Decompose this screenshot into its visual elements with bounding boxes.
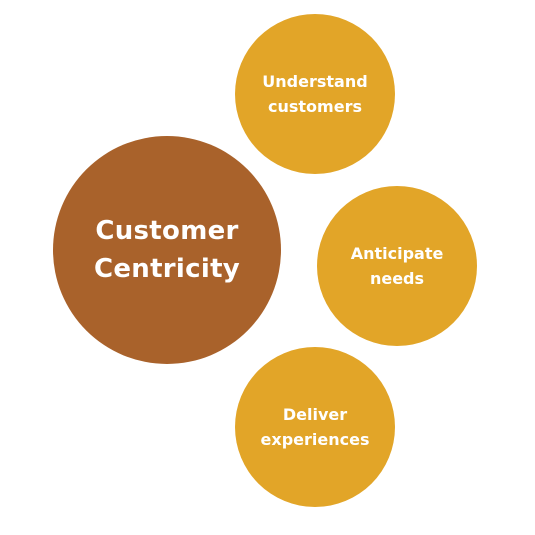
concept-circle-deliver: Deliver experiences bbox=[235, 347, 395, 507]
concept-circle-anticipate: Anticipate needs bbox=[317, 186, 477, 346]
concept-circle-understand: Understand customers bbox=[235, 14, 395, 174]
central-concept-label: Customer Centricity bbox=[93, 216, 241, 284]
concept-label-deliver: Deliver experiences bbox=[260, 405, 370, 449]
concept-label-anticipate: Anticipate needs bbox=[350, 244, 444, 288]
concept-label-understand: Understand customers bbox=[262, 72, 368, 116]
central-concept-circle: Customer Centricity bbox=[53, 136, 281, 364]
